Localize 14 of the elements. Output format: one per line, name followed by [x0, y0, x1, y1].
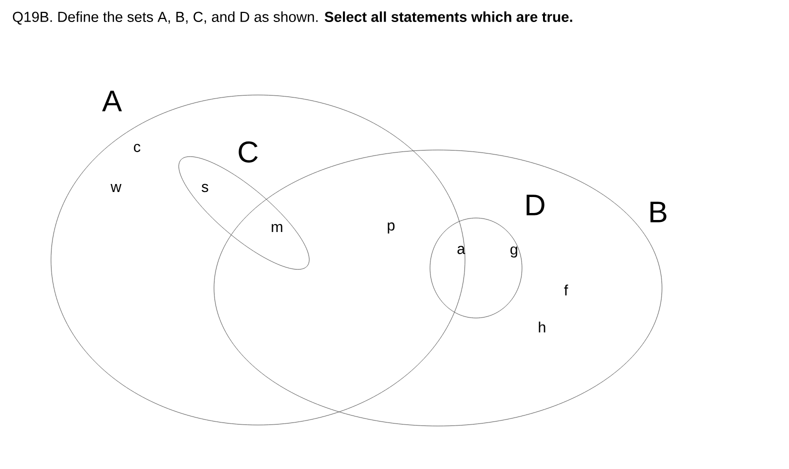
set-label: B [650, 202, 666, 222]
element-label: m [272, 224, 282, 232]
element-label: h [538, 322, 546, 332]
element-label: c [134, 144, 140, 152]
element-label: f [564, 284, 568, 296]
question-text: Q19B. Define the sets A, B, C, and D as shown. Select all statements which are true. [12, 11, 572, 25]
element-label: p [388, 222, 395, 234]
set-label: C [238, 141, 258, 163]
set-label: D [526, 194, 544, 216]
set-label: A [102, 90, 122, 112]
element-label: g [510, 246, 518, 258]
element-label: w [110, 184, 122, 192]
element-label: s [202, 184, 208, 192]
element-label: a [458, 246, 466, 254]
